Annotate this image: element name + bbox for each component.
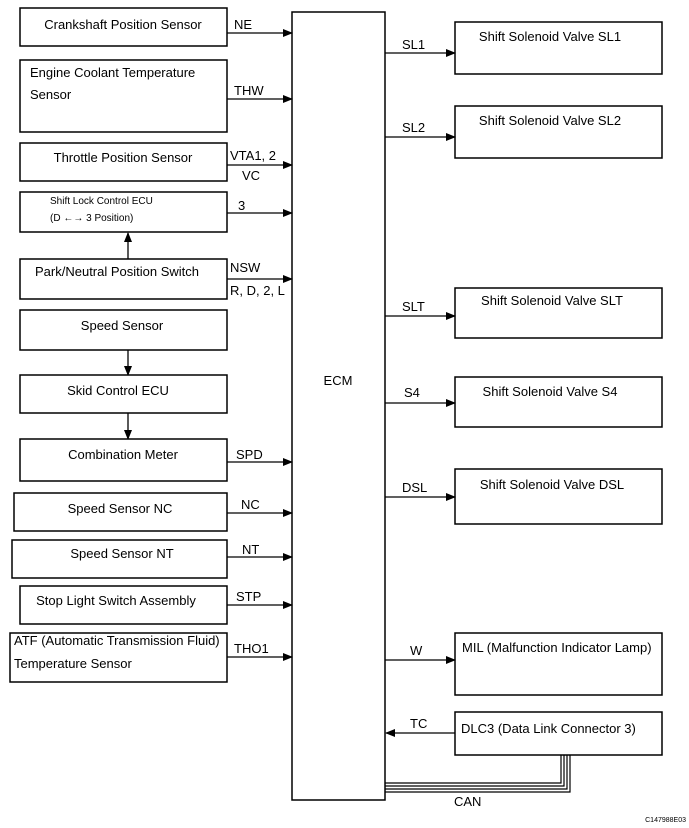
input-box-park-neutral-position-switch [19,258,228,300]
input-label-shift-lock-position: (D ←→ 3 Position) [50,213,133,224]
input-box-speed-sensor-nc [13,492,228,532]
ecm-label: ECM [324,373,353,388]
signal-stp: STP [236,589,261,604]
input-label-atf-temperature-sensor: Temperature Sensor [14,656,132,671]
signal-3: 3 [238,198,245,213]
input-label-engine-coolant-sensor: Sensor [30,87,72,102]
can-label: CAN [454,794,481,809]
signal-tc: TC [410,716,427,731]
input-label-crankshaft-position-sensor: Crankshaft Position Sensor [44,17,202,32]
input-label-skid-control-ecu: Skid Control ECU [67,383,169,398]
output-box-shift-solenoid-sl2 [454,105,663,159]
signal-rd2l: R, D, 2, L [230,283,285,298]
input-box-speed-sensor-nt [11,539,228,579]
signal-w: W [410,643,423,658]
input-label-stop-light-switch-assembly: Stop Light Switch Assembly [36,593,196,608]
signal-nt: NT [242,542,259,557]
can-bus-lines [385,755,571,793]
input-label-speed-sensor-nt: Speed Sensor NT [70,546,173,561]
output-label-dlc3: DLC3 (Data Link Connector 3) [461,721,636,736]
input-label-speed-sensor: Speed Sensor [81,318,164,333]
output-label-shift-solenoid-dsl: Shift Solenoid Valve DSL [480,477,624,492]
input-box-crankshaft-position-sensor [19,7,228,47]
input-box-atf-temperature-sensor [9,632,228,683]
output-box-mil [454,632,663,696]
ecm-box [291,11,386,801]
signal-ne: NE [234,17,252,32]
output-box-dlc3 [454,711,663,756]
signal-sl1: SL1 [402,37,425,52]
input-label-shift-lock-control-ecu: Shift Lock Control ECU [50,196,153,207]
signal-thw: THW [234,83,264,98]
input-box-shift-lock-control-ecu [19,191,228,233]
output-box-shift-solenoid-slt [454,287,663,339]
signal-nsw: NSW [230,260,261,275]
output-label-shift-solenoid-sl1: Shift Solenoid Valve SL1 [479,29,621,44]
output-box-shift-solenoid-dsl [454,468,663,525]
signal-tho1: THO1 [234,641,269,656]
input-box-engine-coolant-temperature-sensor [19,59,228,133]
signal-sl2: SL2 [402,120,425,135]
output-label-shift-solenoid-s4: Shift Solenoid Valve S4 [483,384,618,399]
input-box-stop-light-switch-assembly [19,585,228,625]
input-label-engine-coolant-temperature: Engine Coolant Temperature [30,65,195,80]
output-box-shift-solenoid-sl1 [454,21,663,75]
input-label-park-neutral-position-switch: Park/Neutral Position Switch [35,264,199,279]
output-label-mil: MIL (Malfunction Indicator Lamp) [462,640,652,655]
figure-code: C147988E03 [645,817,686,824]
signal-vta: VTA1, 2 [230,148,276,163]
input-label-speed-sensor-nc: Speed Sensor NC [68,501,173,516]
input-box-speed-sensor [19,309,228,351]
signal-spd: SPD [236,447,263,462]
signal-dsl: DSL [402,480,427,495]
input-label-atf: ATF (Automatic Transmission Fluid) [14,633,220,648]
input-box-throttle-position-sensor [19,142,228,182]
signal-nc: NC [241,497,260,512]
signal-vc: VC [242,168,260,183]
input-box-combination-meter [19,438,228,482]
input-label-throttle-position-sensor: Throttle Position Sensor [54,150,193,165]
signal-s4: S4 [404,385,420,400]
output-label-shift-solenoid-sl2: Shift Solenoid Valve SL2 [479,113,621,128]
signal-slt: SLT [402,299,425,314]
input-box-skid-control-ecu [19,374,228,414]
output-label-shift-solenoid-slt: Shift Solenoid Valve SLT [481,293,623,308]
input-label-combination-meter: Combination Meter [68,447,178,462]
